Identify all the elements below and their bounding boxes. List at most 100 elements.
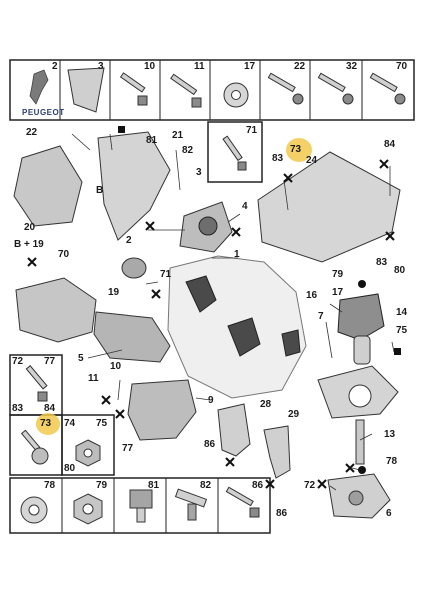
stud-70-part xyxy=(369,72,406,105)
callout-79: 79 xyxy=(332,269,344,280)
callout-9: 9 xyxy=(208,395,214,406)
callout-1: 1 xyxy=(234,249,240,260)
callout-86: 86 xyxy=(204,439,216,450)
arm-6-part xyxy=(317,365,399,419)
peugeot-lion-logo xyxy=(29,69,49,105)
label-80: 80 xyxy=(64,463,76,474)
tray-24-part xyxy=(257,151,401,263)
bolt-71-part xyxy=(222,135,247,171)
link-5-part xyxy=(93,311,171,363)
bracket-29-part xyxy=(263,425,291,479)
bracket-28-part xyxy=(217,403,251,457)
callout-10: 10 xyxy=(110,361,122,372)
callout-28: 28 xyxy=(260,399,272,410)
washer-78-part xyxy=(20,496,48,524)
callout-70: 70 xyxy=(58,249,70,260)
label-72: 72 xyxy=(12,356,24,367)
top-row-parts xyxy=(67,67,406,113)
callout-86b: 86 xyxy=(276,508,288,519)
label-74: 74 xyxy=(64,418,76,429)
mount-70-part xyxy=(15,277,97,343)
callout-11: 11 xyxy=(88,373,99,384)
label-3: 3 xyxy=(98,61,104,72)
callout-6: 6 xyxy=(386,508,392,519)
label-70: 70 xyxy=(396,61,408,72)
label-84: 84 xyxy=(44,403,56,414)
bolt-73-part xyxy=(20,429,49,465)
callout-3: 3 xyxy=(196,167,202,178)
label-78: 78 xyxy=(44,480,56,491)
brand-name: PEUGEOT xyxy=(22,108,65,117)
sub-label-B19: B + 19 xyxy=(14,239,44,250)
callout-29: 29 xyxy=(288,409,300,420)
engine-block-part xyxy=(167,255,307,399)
callout-83b: 83 xyxy=(376,257,388,268)
bracket-bolt-frame xyxy=(207,121,263,183)
bush-19-part xyxy=(121,257,147,279)
label-73: 73 xyxy=(40,418,52,429)
callout-22: 22 xyxy=(26,127,38,138)
callout-14: 14 xyxy=(396,307,408,318)
bolt-77-part xyxy=(25,365,48,402)
callout-77: 77 xyxy=(122,443,134,454)
callout-4: 4 xyxy=(242,201,248,212)
bolt-11-part xyxy=(170,73,202,108)
bottom-parts-frame xyxy=(9,477,271,534)
mount-9-part xyxy=(127,379,197,441)
label-75: 75 xyxy=(96,418,108,429)
callout-2: 2 xyxy=(126,235,132,246)
stud-32-part xyxy=(317,72,354,105)
nut-79-part xyxy=(73,493,103,525)
top-parts-frame xyxy=(9,59,415,121)
label-17: 17 xyxy=(244,61,256,72)
bracket-B-part xyxy=(13,145,83,227)
bolt-86-part xyxy=(225,486,260,518)
label-71: 71 xyxy=(246,125,258,136)
nut-75-part xyxy=(75,439,101,467)
callout-82: 82 xyxy=(182,145,194,156)
callout-72: 72 xyxy=(304,480,316,491)
label-11: 11 xyxy=(194,61,205,72)
callout-24: 24 xyxy=(306,155,318,166)
label-79: 79 xyxy=(96,480,108,491)
callout-71: 71 xyxy=(160,269,172,280)
highlight-73-top xyxy=(286,138,312,162)
stud-13-part xyxy=(355,419,365,465)
callout-80: 80 xyxy=(394,265,406,276)
callout-78: 78 xyxy=(386,456,398,467)
label-10: 10 xyxy=(144,61,156,72)
callout-75: 75 xyxy=(396,325,408,336)
label-83: 83 xyxy=(12,403,24,414)
callout-20: 20 xyxy=(24,222,36,233)
bolt-81-part xyxy=(129,489,153,523)
label-81: 81 xyxy=(148,480,160,491)
label-86: 86 xyxy=(252,480,264,491)
callout-13: 13 xyxy=(384,429,396,440)
callout-17: 17 xyxy=(332,287,344,298)
callout-21: 21 xyxy=(172,130,184,141)
bolt-10-part xyxy=(119,72,148,106)
label-32: 32 xyxy=(346,61,358,72)
callout-5: 5 xyxy=(78,353,84,364)
mount-bracket-21-part xyxy=(97,131,171,241)
callout-84: 84 xyxy=(384,139,396,150)
mount-16-part xyxy=(337,293,385,341)
mount-1-part xyxy=(179,201,233,253)
label-82: 82 xyxy=(200,480,212,491)
callout-7: 7 xyxy=(318,311,324,322)
washer-17-part xyxy=(223,82,249,108)
callout-83: 83 xyxy=(272,153,284,164)
callout-19: 19 xyxy=(108,287,120,298)
callout-B: B xyxy=(96,185,104,196)
label-77: 77 xyxy=(44,356,56,367)
highlight-73-box xyxy=(36,413,60,435)
mount-6-lower-part xyxy=(327,473,391,519)
callout-81: 81 xyxy=(146,135,158,146)
label-22: 22 xyxy=(294,61,306,72)
clip-82-part xyxy=(174,488,208,521)
bush-14-part xyxy=(353,335,371,365)
label-2: 2 xyxy=(52,61,58,72)
callout-16: 16 xyxy=(306,290,318,301)
